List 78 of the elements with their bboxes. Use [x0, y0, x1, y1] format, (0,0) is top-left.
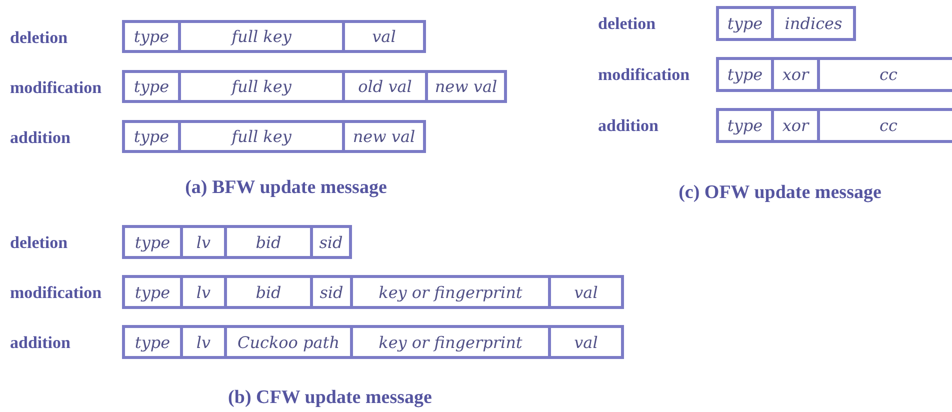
message-field — [180, 325, 227, 359]
field-name: xor — [782, 116, 809, 135]
field-name: indices — [784, 14, 842, 33]
row-label: addition — [10, 128, 70, 148]
field-name: type — [727, 14, 763, 33]
field-name: Cuckoo path — [237, 332, 340, 352]
message-field — [548, 275, 624, 309]
message-field — [180, 225, 227, 259]
message-field — [224, 325, 353, 359]
field-name: type — [134, 27, 170, 46]
message-field — [716, 6, 774, 41]
row-label: addition — [10, 333, 70, 353]
message-field — [122, 275, 183, 309]
message-field — [548, 325, 624, 359]
message-field — [178, 20, 345, 53]
message-field — [122, 20, 181, 53]
field-name: type — [134, 332, 170, 352]
field-name: xor — [782, 65, 809, 84]
message-field — [350, 325, 551, 359]
field-name: val — [574, 282, 598, 302]
message-field — [425, 70, 507, 103]
field-name: cc — [880, 116, 898, 135]
message-field — [178, 120, 345, 153]
message-field — [310, 275, 353, 309]
field-name: lv — [196, 332, 211, 352]
field-name: val — [574, 332, 598, 352]
field-name: val — [372, 27, 396, 46]
field-name: new val — [352, 127, 416, 146]
field-name: sid — [319, 232, 343, 252]
message-field — [224, 275, 313, 309]
field-name: type — [134, 282, 170, 302]
message-field — [342, 120, 426, 153]
field-name: full key — [232, 27, 292, 46]
field-name: type — [727, 65, 763, 84]
row-label: modification — [10, 283, 102, 303]
message-field — [310, 225, 352, 259]
field-name: sid — [320, 282, 344, 302]
row-label: deletion — [10, 28, 68, 48]
message-field — [122, 225, 183, 259]
caption: (b) CFW update message — [228, 387, 432, 409]
message-field — [817, 57, 952, 92]
caption: (a) BFW update message — [185, 177, 387, 199]
caption: (c) OFW update message — [678, 182, 882, 204]
field-name: lv — [196, 232, 211, 252]
field-name: bid — [256, 232, 282, 252]
field-name: lv — [196, 282, 211, 302]
field-name: full key — [232, 77, 292, 96]
field-name: old val — [358, 77, 412, 96]
message-field — [350, 275, 551, 309]
field-name: type — [134, 232, 170, 252]
field-name: full key — [232, 127, 292, 146]
row-label: deletion — [10, 233, 68, 253]
row-label: deletion — [598, 14, 656, 34]
message-field — [771, 108, 820, 143]
message-field — [342, 20, 426, 53]
message-field — [771, 57, 820, 92]
message-field — [122, 70, 181, 103]
field-name: key or fingerprint — [378, 282, 522, 302]
message-field — [122, 120, 181, 153]
message-field — [771, 6, 856, 41]
message-field — [180, 275, 227, 309]
row-label: modification — [598, 65, 690, 85]
field-name: new val — [434, 77, 498, 96]
row-label: modification — [10, 78, 102, 98]
field-name: type — [134, 77, 170, 96]
message-field — [224, 225, 313, 259]
message-field — [122, 325, 183, 359]
message-field — [716, 57, 774, 92]
field-name: type — [134, 127, 170, 146]
field-name: cc — [880, 65, 898, 84]
field-name: type — [727, 116, 763, 135]
row-label: addition — [598, 116, 658, 136]
message-field — [178, 70, 345, 103]
message-field — [716, 108, 774, 143]
message-field — [817, 108, 952, 143]
message-field — [342, 70, 428, 103]
field-name: bid — [256, 282, 282, 302]
field-name: key or fingerprint — [378, 332, 522, 352]
